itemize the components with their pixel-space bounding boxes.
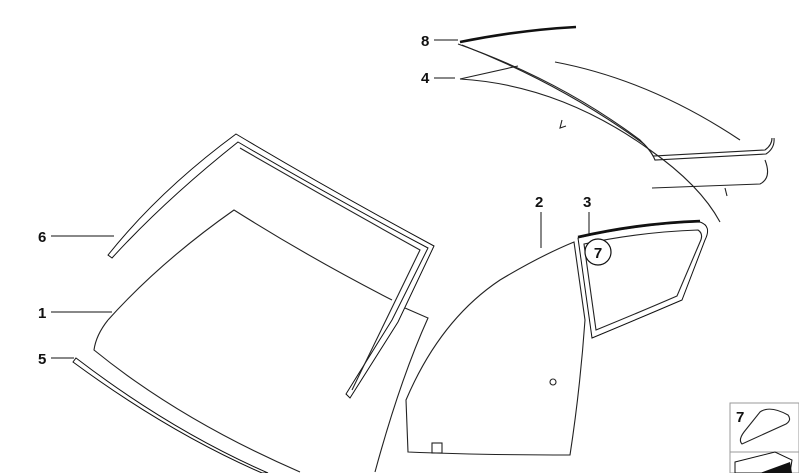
- callout-1: 1: [38, 305, 112, 322]
- callout-4: 4: [421, 70, 455, 87]
- svg-text:4: 4: [421, 70, 430, 87]
- callout-8: 8: [421, 33, 458, 50]
- legend-7-label: 7: [736, 409, 744, 426]
- windshield-part-1: [93, 209, 429, 473]
- lower-seal-part-5: [72, 357, 269, 473]
- svg-text:2: 2: [535, 194, 543, 211]
- svg-text:1: 1: [38, 305, 46, 322]
- svg-text:5: 5: [38, 351, 46, 368]
- part-7-icon: [739, 408, 791, 445]
- rear-window-seal-part-8: [457, 25, 775, 161]
- svg-text:3: 3: [583, 194, 591, 211]
- rear-window-part-4: [459, 61, 769, 223]
- callout-7-circled: 7: [584, 238, 612, 266]
- svg-text:6: 6: [38, 229, 46, 246]
- svg-text:8: 8: [421, 33, 429, 50]
- windshield-seal-part-6: [107, 133, 435, 399]
- callout-2: 2: [535, 194, 543, 248]
- callout-3: 3: [583, 194, 591, 236]
- door-glass-part-2: [405, 241, 586, 456]
- legend-box: 7: [729, 402, 799, 473]
- callout-6: 6: [38, 229, 114, 246]
- callout-7-label: 7: [594, 245, 602, 262]
- callout-5: 5: [38, 351, 74, 368]
